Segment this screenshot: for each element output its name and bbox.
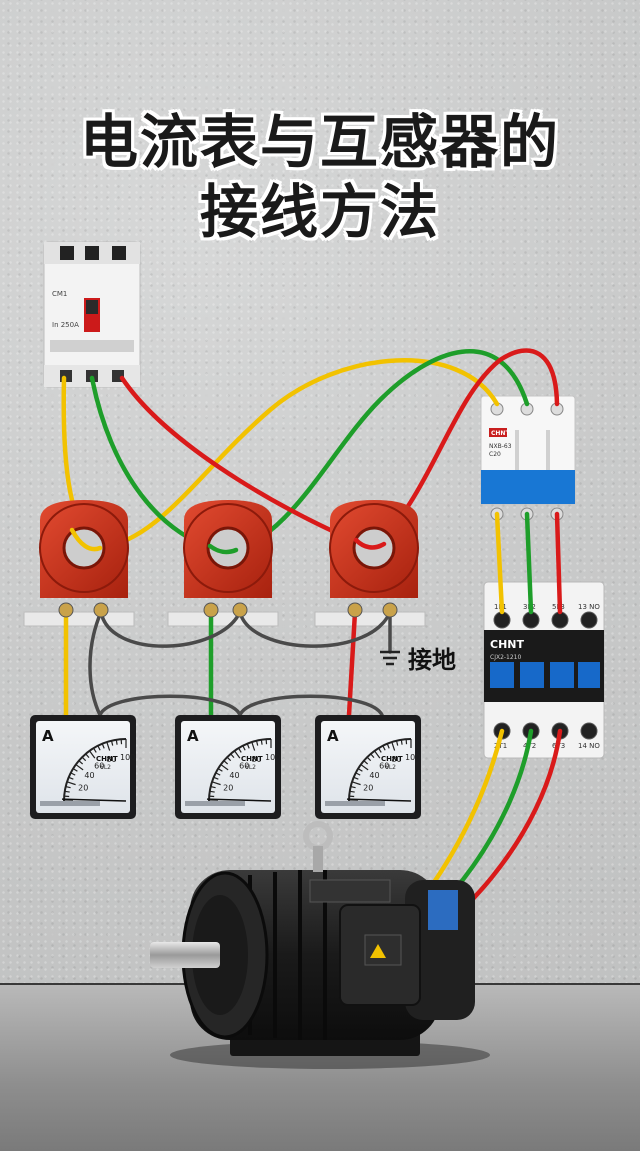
current-transformer-2 <box>183 500 273 618</box>
wire-gray-common-bottom <box>98 694 384 720</box>
wire-green-main <box>89 349 530 555</box>
ammeter-scale-label: 100 <box>405 753 420 762</box>
wire-yellow-mcb-contactor <box>494 511 505 615</box>
wire-red-main <box>119 348 560 551</box>
current-transformer-3 <box>329 500 419 618</box>
ammeter-brand-text: CHNT <box>381 755 403 763</box>
mcb-breaker: CHNT NXB-63 C20 <box>480 395 576 521</box>
current-transformer-1 <box>39 500 129 618</box>
contactor-terminal-13NO: 13 NO <box>578 603 600 611</box>
ammeter-unit-symbol: A <box>42 727 54 745</box>
ammeter-brand-text: CHNT <box>241 755 263 763</box>
ammeter-brand-text: CHNT <box>96 755 118 763</box>
ammeter-scale-label: 20 <box>78 783 88 792</box>
ammeter-scale-label: 80 <box>251 755 261 764</box>
mccb-breaker: CM1 In 250A <box>43 241 141 388</box>
ammeter-needle <box>347 798 412 802</box>
ammeter-needle <box>62 798 127 802</box>
mcb-brand-text: CHNT <box>491 430 510 437</box>
ammeter-scale-label: 20 <box>223 783 233 792</box>
contactor-terminal-14NO: 14 NO <box>578 742 600 750</box>
ground-symbol-icon <box>380 650 400 666</box>
ammeter-scale-label: 80 <box>391 755 401 764</box>
mcb-rating-text: C20 <box>489 451 501 458</box>
ammeter-scale-label: 60 <box>239 761 249 770</box>
mccb-model-text: CM1 <box>52 290 67 298</box>
ammeter-scale-label: 100 <box>265 753 280 762</box>
ammeter-needle <box>207 798 272 802</box>
ammeter-model-text: 6L2 <box>385 764 396 771</box>
title-line-2: 接线方法 <box>199 178 440 246</box>
ammeter-scale-label: 40 <box>84 771 94 780</box>
ct-mount-rail <box>23 611 426 627</box>
ammeter-scale-label: 60 <box>379 761 389 770</box>
wires-front <box>69 527 387 555</box>
ground-label: 接地 <box>408 646 456 674</box>
mcb-model-text: NXB-63 <box>489 443 512 450</box>
wire-gray-left-down <box>88 610 103 717</box>
ammeter-scale-label: 80 <box>106 755 116 764</box>
ammeter-scale-label: 40 <box>229 771 239 780</box>
ammeter-model-text: 6L2 <box>100 764 111 771</box>
title-line-1: 电流表与互感器的 <box>79 108 560 176</box>
ammeter-scale-label: 60 <box>94 761 104 770</box>
wire-red-mcb-contactor <box>554 511 563 615</box>
ammeter-scale-label: 100 <box>120 753 135 762</box>
ammeter-scale-label: 20 <box>363 783 373 792</box>
ammeter-unit-symbol: A <box>327 727 339 745</box>
mccb-rating-text: In 250A <box>52 321 79 329</box>
wire-yellow-through-ct1 <box>69 527 103 552</box>
electric-motor <box>150 821 490 1069</box>
wire-red-through-ct3 <box>353 537 387 550</box>
contactor-terminal-2T1: 2T1 <box>494 742 507 750</box>
contactor: CHNT CJX2-1210 1L1 3L2 5L3 13 NO 2T1 4T2… <box>483 581 605 759</box>
ammeter-model-text: 6L2 <box>245 764 256 771</box>
ammeter-scale-label: 40 <box>369 771 379 780</box>
contactor-model-text: CJX2-1210 <box>490 654 522 661</box>
contactor-brand-text: CHNT <box>490 638 524 651</box>
wire-green-mcb-contactor <box>524 511 534 615</box>
ammeter-unit-symbol: A <box>187 727 199 745</box>
wire-green-through-ct2 <box>207 543 239 555</box>
